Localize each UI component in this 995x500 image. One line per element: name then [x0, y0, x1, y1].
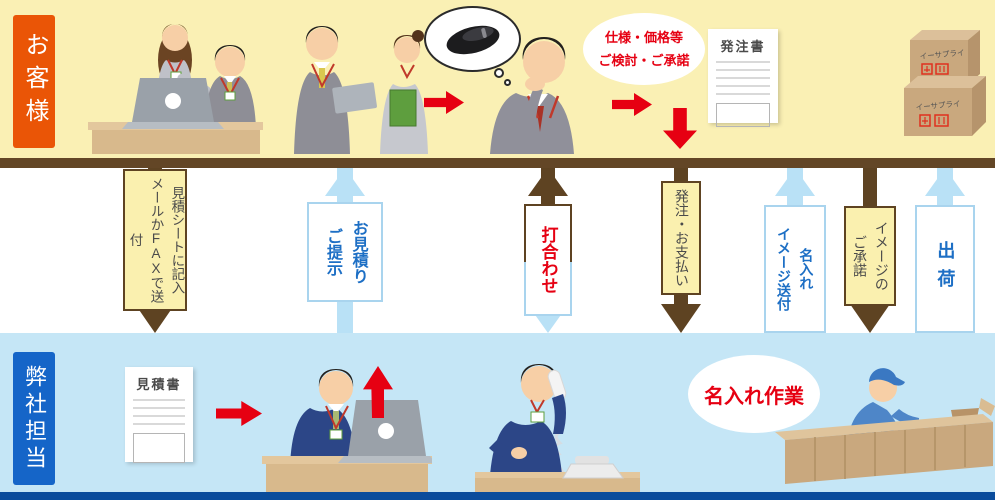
- doc-line: [716, 61, 770, 63]
- customers-with-tablet-icon: [294, 26, 428, 154]
- flow-label-shipping-text: 出荷: [935, 241, 956, 297]
- flow-label-order-payment-text: 発注・お支払い: [673, 189, 690, 287]
- order-form-document: 発注書: [708, 29, 778, 127]
- laptop-icon: [338, 400, 432, 463]
- doc-line: [133, 407, 185, 409]
- quotation-document: 見積書: [125, 367, 193, 463]
- customers-at-laptop-icon: [88, 24, 263, 154]
- flow-label-imprint-image: 名入れ イメージ送付: [764, 205, 826, 333]
- review-approval-text: 仕様・価格等 ご検討・ご承諾: [598, 29, 690, 68]
- customer-lane-label-text: お客様: [21, 32, 48, 131]
- imprint-work-text: 名入れ作業: [704, 385, 804, 408]
- box-brand-text: イーサプライ: [915, 99, 960, 112]
- staff-on-phone-icon: [475, 364, 640, 492]
- flow-label-meeting: 打合わせ: [524, 204, 572, 316]
- company-lane-label: 弊社担当: [13, 352, 55, 485]
- flow-label-quote-presentation: お見積り ご提示: [307, 202, 383, 302]
- quotation-title: 見積書: [136, 377, 182, 392]
- flow-label-image-approval: イメージの ご承諾: [844, 206, 896, 306]
- doc-line: [716, 69, 770, 71]
- review-approval-callout: 仕様・価格等 ご検討・ご承諾: [583, 13, 705, 85]
- doc-signature-box: [133, 433, 185, 463]
- flow-label-quote-presentation-text: お見積り ご提示: [324, 220, 367, 284]
- flow-label-quote-sheet-text: 見積シートに記入 メールかFAXで送付: [127, 177, 185, 303]
- footer-bar: [0, 492, 995, 500]
- doc-line: [133, 423, 185, 425]
- thought-dot-large: [494, 68, 504, 78]
- flow-label-shipping: 出荷: [915, 205, 975, 333]
- flow-label-meeting-text: 打合わせ: [538, 226, 558, 294]
- thought-bubble: [424, 6, 521, 72]
- stacked-boxes-icon: イーサプライ イーサプライ: [904, 30, 986, 136]
- doc-line: [716, 93, 770, 95]
- doc-line: [716, 77, 770, 79]
- imprint-work-callout: 名入れ作業: [688, 355, 820, 433]
- mouse-icon: [446, 25, 499, 55]
- order-form-title: 発注書: [720, 39, 766, 54]
- staff-at-laptop-icon: [262, 369, 432, 492]
- thought-dot-small: [504, 79, 511, 86]
- doc-line: [133, 415, 185, 417]
- doc-signature-box: [716, 103, 770, 127]
- flow-label-order-payment: 発注・お支払い: [661, 181, 701, 295]
- thinking-customer-icon: [490, 37, 574, 154]
- company-lane-label-text: 弊社担当: [22, 364, 47, 473]
- box-brand-text: イーサプライ: [919, 48, 964, 61]
- desk-phone-icon: [562, 456, 624, 479]
- lane-divider-bar: [0, 158, 995, 168]
- flow-label-quote-sheet: 見積シートに記入 メールかFAXで送付: [123, 169, 187, 311]
- flow-label-image-approval-text: イメージの ご承諾: [852, 221, 890, 291]
- packing-worker-icon: [775, 368, 995, 484]
- doc-line: [716, 85, 770, 87]
- customer-lane-label: お客様: [13, 15, 55, 148]
- doc-line: [133, 399, 185, 401]
- flow-label-imprint-image-text: 名入れ イメージ送付: [776, 227, 815, 311]
- laptop-icon: [122, 78, 224, 129]
